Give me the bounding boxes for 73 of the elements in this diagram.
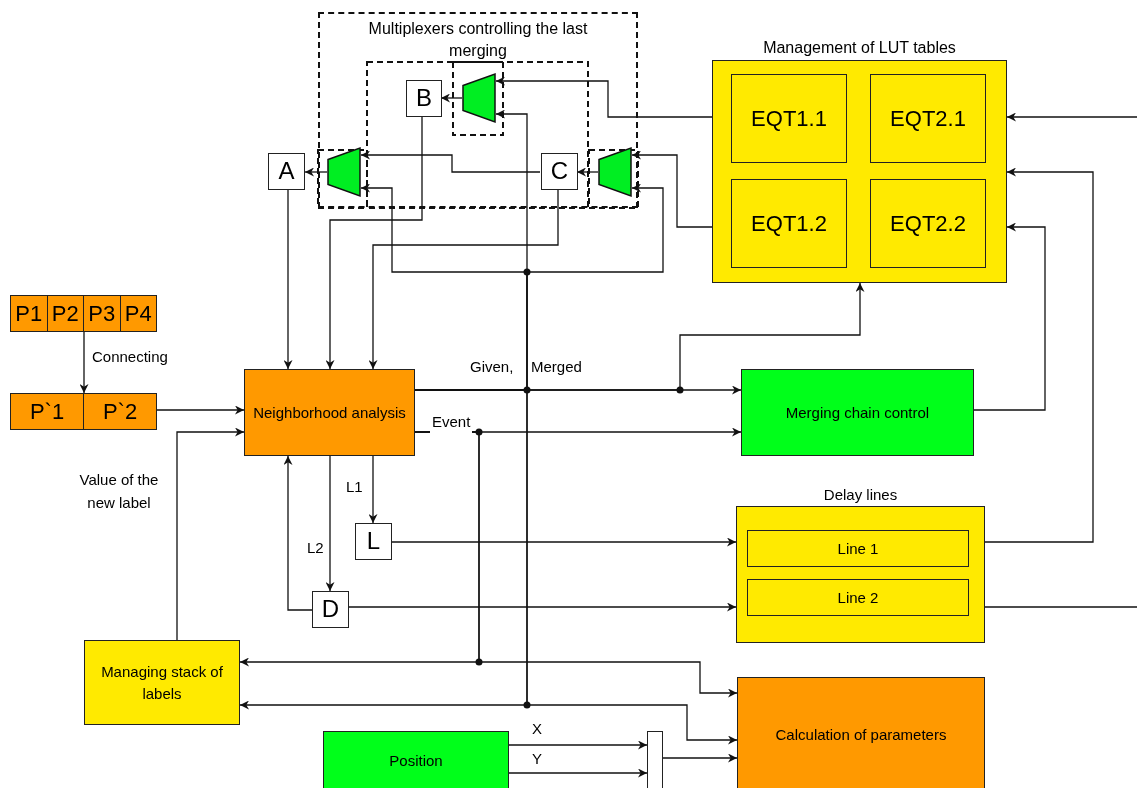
box-label: Calculation of parameters: [774, 724, 948, 745]
register-cell: P4: [119, 296, 156, 331]
arrow: [414, 431, 738, 698]
arrow: [508, 768, 648, 778]
arrow: [662, 753, 738, 763]
register-cell: P3: [83, 296, 120, 331]
arrow: [368, 455, 378, 524]
arrow: [391, 537, 737, 547]
letter-box: [541, 153, 578, 190]
box-label: Line 1: [836, 538, 880, 559]
table-box: [731, 74, 847, 163]
arrow: [325, 116, 423, 370]
register-strip: [10, 295, 157, 332]
arrow: [360, 150, 541, 173]
panel-title: Delay lines: [822, 486, 899, 503]
register-cell-text: P`1: [28, 397, 66, 426]
table-box: [870, 179, 986, 268]
letter-box: [312, 591, 349, 628]
arrow: [984, 167, 1094, 543]
box-label: D: [320, 594, 341, 625]
process-box: [84, 640, 240, 725]
arrow: [1006, 112, 1137, 122]
arrow: [348, 602, 737, 612]
box-label: B: [415, 83, 433, 114]
signal-label: Merged: [531, 358, 582, 375]
box-label: Managing stack of labels: [100, 661, 224, 704]
bus-bar: [647, 731, 663, 788]
arrow: [325, 455, 335, 592]
process-box: [737, 677, 985, 788]
process-box: [244, 369, 415, 456]
group-title: Multiplexers controlling the last merging: [367, 19, 589, 61]
arrow: [631, 150, 713, 228]
arrow: [973, 222, 1046, 411]
box-label: Line 2: [836, 587, 880, 608]
multiplexer-symbol: [462, 73, 496, 123]
signal-label: Given,: [470, 358, 514, 375]
register-cell: P2: [46, 296, 83, 331]
arrow: [508, 740, 648, 750]
arrow: [283, 455, 313, 611]
box-label: Position: [388, 751, 444, 772]
box-label: C: [549, 156, 570, 187]
arrow: [495, 76, 713, 118]
arrow: [304, 167, 328, 177]
box-label: Merging chain control: [784, 402, 931, 423]
arrow: [156, 405, 245, 415]
multiplexer-symbol: [598, 147, 632, 197]
arrow: [79, 331, 89, 394]
register-cell-text: P1: [14, 299, 44, 328]
box-label: EQT1.2: [750, 209, 828, 238]
register-cell: P`2: [83, 394, 156, 429]
process-box: [323, 731, 509, 788]
box-label: L: [365, 526, 382, 557]
connector-line: [984, 606, 1137, 608]
box-label: EQT2.1: [889, 104, 967, 133]
multiplexer-symbol: [327, 147, 361, 197]
arrow: [176, 427, 245, 641]
arrow: [440, 93, 463, 103]
table-box: [731, 179, 847, 268]
letter-box: [406, 80, 442, 117]
process-box: [741, 369, 974, 456]
letter-box: [268, 153, 305, 190]
box-label: Neighborhood analysis: [252, 402, 407, 423]
panel-title: Management of LUT tables: [762, 39, 957, 57]
box-label: EQT1.1: [750, 104, 828, 133]
register-strip: [10, 393, 157, 430]
arrow: [368, 189, 559, 370]
arrow: [283, 189, 293, 370]
box-label: A: [277, 156, 296, 187]
table-box: [870, 74, 986, 163]
letter-box: [355, 523, 392, 560]
arrow: [576, 167, 599, 177]
box-label: EQT2.2: [889, 209, 967, 238]
dashed-group: [318, 12, 638, 208]
